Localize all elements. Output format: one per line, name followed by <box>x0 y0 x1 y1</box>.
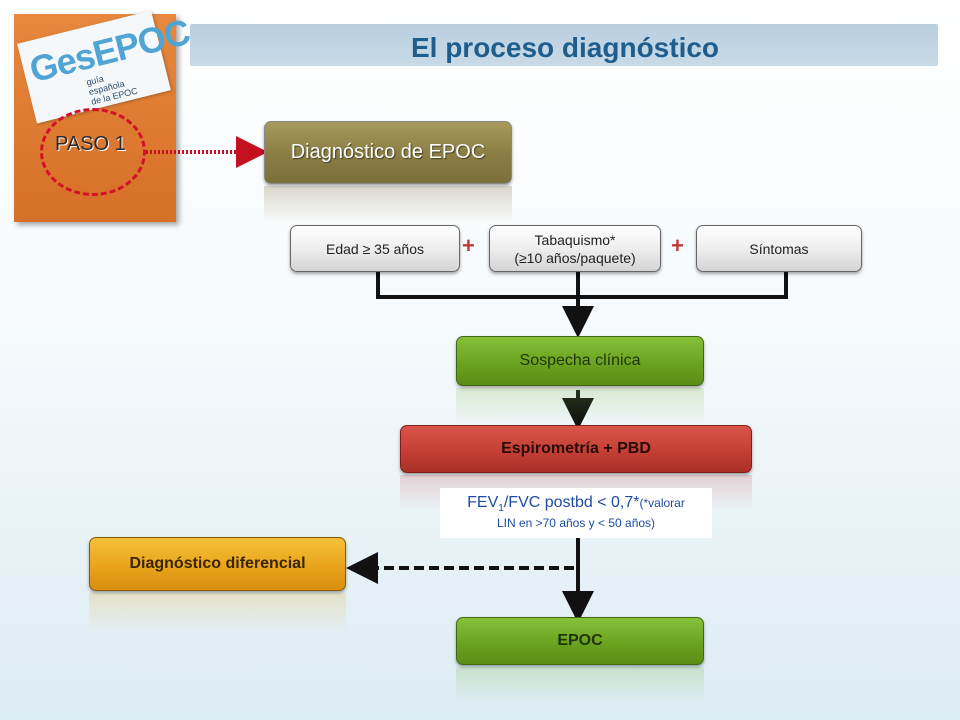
spirometry-box: Espirometría + PBD <box>400 425 752 473</box>
step-label: PASO 1 <box>55 133 126 155</box>
smoking-line-2: (≥10 años/paquete) <box>514 249 636 266</box>
step-highlight-circle <box>40 108 146 196</box>
epoc-result-box: EPOC <box>456 617 704 665</box>
fev-label: FEV <box>467 494 499 511</box>
differential-diagnosis-box: Diagnóstico diferencial <box>89 537 346 591</box>
fev-note-inline: (*valorar <box>639 496 685 510</box>
fev-note-line: LIN en >70 años y < 50 años) <box>496 516 656 530</box>
smoking-criterion-box: Tabaquismo* (≥10 años/paquete) <box>489 225 661 272</box>
clinical-suspicion-box: Sospecha clínica <box>456 336 704 386</box>
fev-criterion-panel <box>440 488 712 538</box>
box-reflection <box>456 388 704 424</box>
diagnosis-epoc-box: Diagnóstico de EPOC <box>264 121 512 184</box>
fev-criterion-text: FEV1/FVC postbd < 0,7*(*valorar <box>440 494 712 514</box>
plus-sign: + <box>462 233 475 258</box>
symptoms-criterion-box: Síntomas <box>696 225 862 272</box>
criteria-bracket <box>376 272 788 299</box>
title-banner <box>190 24 938 66</box>
fev-subscript: 1 <box>498 503 504 515</box>
slide-title: El proceso diagnóstico <box>410 32 720 63</box>
box-reflection <box>456 667 704 703</box>
age-criterion-box: Edad ≥ 35 años <box>290 225 460 272</box>
box-reflection <box>264 186 512 224</box>
box-reflection <box>89 593 346 633</box>
smoking-line-1: Tabaquismo* <box>534 231 616 248</box>
plus-sign: + <box>671 233 684 258</box>
fev-ratio: /FVC postbd < 0,7* <box>503 494 640 511</box>
